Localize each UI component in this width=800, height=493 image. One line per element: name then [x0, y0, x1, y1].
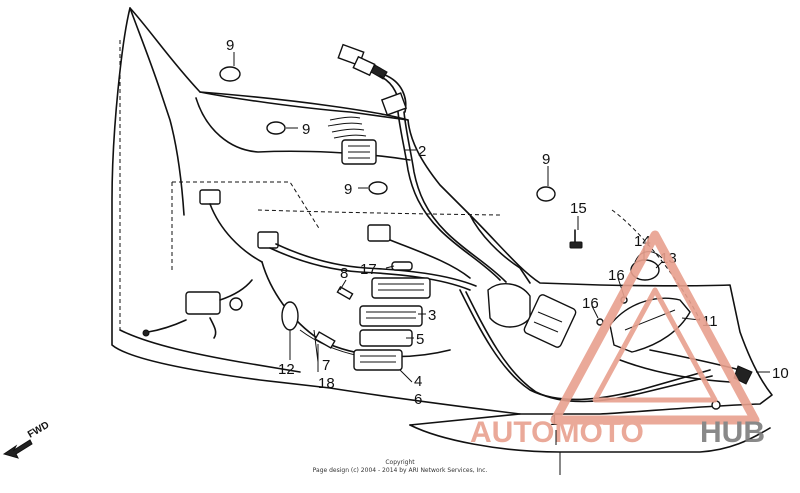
callout-16: 16 — [582, 295, 599, 312]
fwd-arrow: FWD — [2, 420, 51, 459]
right-components — [487, 209, 753, 410]
fuse-box-assembly — [353, 261, 431, 371]
small-parts-left — [281, 285, 354, 350]
callout-9: 9 — [542, 151, 550, 168]
callout-10: 10 — [772, 365, 789, 382]
copyright-notice: Copyright Page design (c) 2004 - 2014 by… — [313, 459, 488, 474]
callout-17: 17 — [360, 261, 377, 278]
callout-2: 2 — [418, 143, 426, 160]
callout-12: 12 — [278, 361, 295, 378]
callout-9: 9 — [344, 181, 352, 198]
fwd-label: FWD — [26, 420, 51, 441]
automotohub-watermark: AUTOMOTO HUB — [470, 230, 765, 449]
callout-7: 7 — [322, 357, 330, 374]
cowl-body — [111, 7, 773, 475]
callout-8: 8 — [340, 265, 348, 282]
callout-4: 4 — [414, 373, 422, 390]
callout-16: 16 — [608, 267, 625, 284]
callout-9: 9 — [226, 37, 234, 54]
callout-6: 6 — [414, 391, 422, 408]
wire-harness-part-2 — [327, 43, 507, 283]
copyright-line-2: Page design (c) 2004 - 2014 by ARI Netwo… — [313, 467, 488, 474]
callout-15: 15 — [570, 200, 587, 217]
callout-5: 5 — [416, 331, 424, 348]
bolt-part-15 — [569, 229, 583, 249]
copyright-line-1: Copyright — [385, 459, 415, 466]
callout-3: 3 — [428, 307, 436, 324]
callout-9: 9 — [302, 121, 310, 138]
watermark-text-hub: HUB — [700, 416, 765, 449]
watermark-text-automoto: AUTOMOTO — [470, 416, 644, 449]
callout-18: 18 — [318, 375, 335, 392]
left-connectors — [142, 189, 391, 339]
grommets-part-9 — [219, 66, 556, 202]
